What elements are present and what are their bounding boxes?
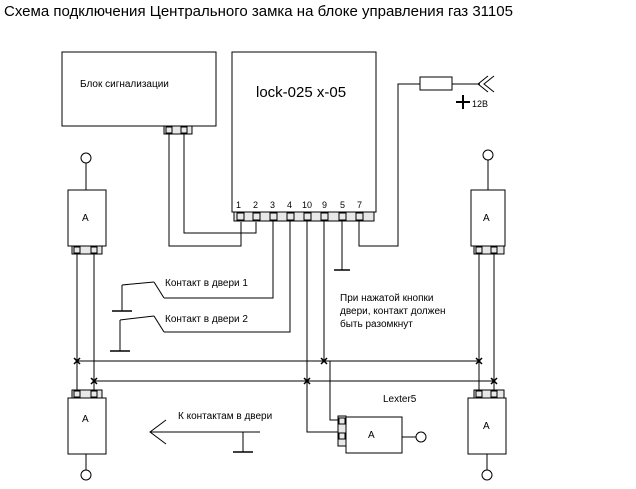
actuator-label: A: [483, 421, 490, 432]
fuse: [419, 76, 453, 91]
pin-label: 1: [236, 200, 242, 210]
pin-label: 5: [340, 200, 346, 210]
actuator-label: A: [483, 213, 490, 224]
to-door-contacts-label: К контактам в двери: [178, 411, 273, 422]
pin-label: 7: [357, 200, 363, 210]
pin-label: 10: [302, 200, 313, 210]
door-contact-1-label: Контакт в двери 1: [165, 278, 248, 289]
lexter5-actuator: [345, 416, 403, 454]
pin-label: 4: [287, 200, 293, 210]
pin-label: 3: [270, 200, 276, 210]
note-line-3: быть разомкнут: [340, 319, 413, 330]
alarm-block-label: Блок сигнализации: [80, 79, 169, 90]
lexter5-label: Lexter5: [383, 394, 417, 405]
alarm-block: [61, 51, 217, 127]
actuator-label: A: [368, 430, 375, 441]
diagram-title: Схема подключения Центрального замка на …: [4, 3, 513, 20]
pin-label: 9: [322, 200, 328, 210]
controller-block: [231, 51, 377, 213]
door-contact-2-label: Контакт в двери 2: [165, 314, 248, 325]
note-line-1: При нажатой кнопки: [340, 293, 434, 304]
power-label: 12В: [472, 99, 489, 109]
actuator-label: A: [82, 213, 89, 224]
note-line-2: двери, контакт должен: [340, 306, 446, 317]
pin-label: 2: [253, 200, 259, 210]
actuator-bottom-left: [67, 397, 107, 455]
actuator-label: A: [82, 414, 89, 425]
controller-label: lock-025 x-05: [256, 84, 347, 101]
